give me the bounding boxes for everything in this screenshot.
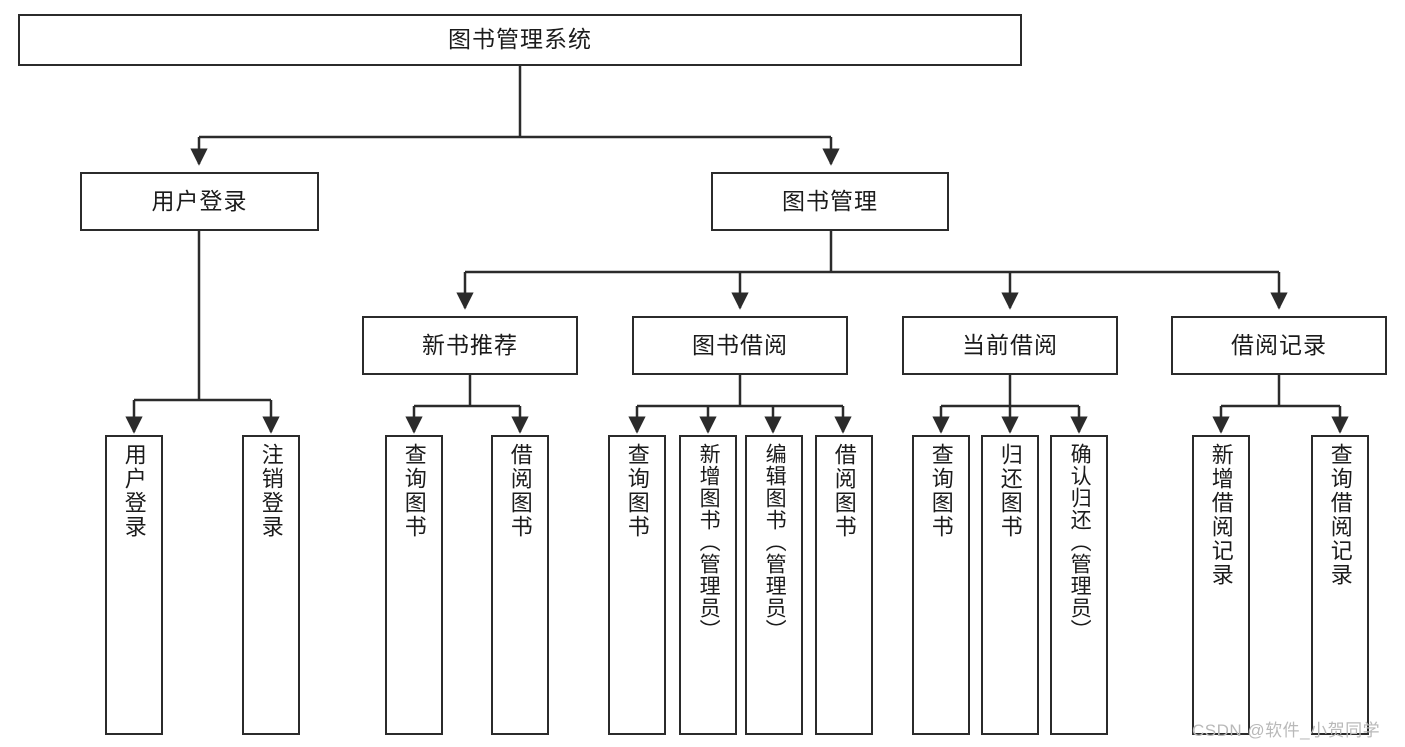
node-label: 图书管理 [782, 187, 878, 214]
node-label: 借阅记录 [1231, 331, 1327, 358]
node-label: 注销登录 [258, 443, 284, 539]
node-label: 图书管理系统 [448, 26, 592, 53]
node-label: 确认归还（管理员） [1068, 443, 1092, 641]
leaf-query-book-recommendation[interactable]: 查询图书 [385, 435, 443, 735]
node-label: 用户登录 [151, 187, 248, 214]
node-label: 新增借阅记录 [1208, 443, 1234, 587]
node-label: 查询图书 [624, 443, 650, 539]
leaf-query-book-current[interactable]: 查询图书 [912, 435, 970, 735]
node-label: 查询图书 [401, 443, 427, 539]
node-user-login[interactable]: 用户登录 [80, 172, 319, 231]
node-borrowing-record[interactable]: 借阅记录 [1171, 316, 1387, 375]
leaf-borrow-book-borrowing[interactable]: 借阅图书 [815, 435, 873, 735]
leaf-user-login[interactable]: 用户登录 [105, 435, 163, 735]
leaf-add-book-admin[interactable]: 新增图书（管理员） [679, 435, 737, 735]
node-label: 编辑图书（管理员） [763, 443, 787, 641]
leaf-edit-book-admin[interactable]: 编辑图书（管理员） [745, 435, 803, 735]
node-label: 归还图书 [997, 443, 1023, 539]
leaf-query-book-borrowing[interactable]: 查询图书 [608, 435, 666, 735]
node-label: 借阅图书 [507, 443, 533, 539]
node-root-book-management-system[interactable]: 图书管理系统 [18, 14, 1022, 66]
leaf-add-borrow-record[interactable]: 新增借阅记录 [1192, 435, 1250, 735]
node-label: 当前借阅 [962, 331, 1058, 358]
node-book-borrowing[interactable]: 图书借阅 [632, 316, 848, 375]
leaf-return-book[interactable]: 归还图书 [981, 435, 1039, 735]
node-label: 查询图书 [928, 443, 954, 539]
node-new-book-recommendation[interactable]: 新书推荐 [362, 316, 578, 375]
node-label: 用户登录 [121, 443, 147, 539]
leaf-confirm-return-admin[interactable]: 确认归还（管理员） [1050, 435, 1108, 735]
leaf-borrow-book-recommendation[interactable]: 借阅图书 [491, 435, 549, 735]
leaf-query-borrow-record[interactable]: 查询借阅记录 [1311, 435, 1369, 735]
node-label: 图书借阅 [692, 331, 788, 358]
leaf-logout[interactable]: 注销登录 [242, 435, 300, 735]
node-book-management[interactable]: 图书管理 [711, 172, 949, 231]
node-current-borrowing[interactable]: 当前借阅 [902, 316, 1118, 375]
node-label: 新书推荐 [422, 331, 518, 358]
node-label: 借阅图书 [831, 443, 857, 539]
node-label: 新增图书（管理员） [697, 443, 721, 641]
node-label: 查询借阅记录 [1327, 443, 1353, 587]
